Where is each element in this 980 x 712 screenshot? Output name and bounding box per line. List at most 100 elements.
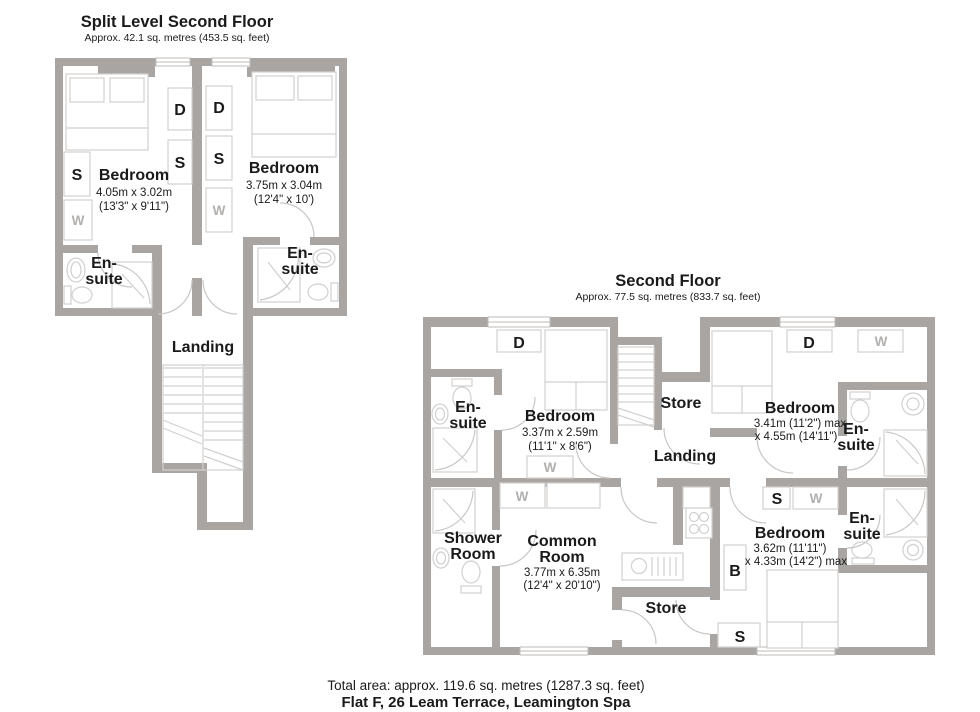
room-label-bedroom: Bedroom (249, 160, 319, 177)
stairs-icon (617, 346, 655, 428)
sink-icon (432, 547, 450, 569)
room-label-ensuite: En- (287, 245, 313, 262)
toilet-icon (851, 541, 875, 565)
sink-icon (902, 539, 924, 561)
shelf-icon (63, 151, 91, 197)
room-dim: 3.37m x 2.59m (522, 427, 598, 439)
toilet-icon (307, 282, 339, 302)
toilet-icon (451, 378, 473, 410)
furniture-letter-w: W (516, 489, 529, 504)
sink-icon (66, 257, 86, 283)
left-plan-title: Split Level Second Floor (81, 13, 274, 31)
furniture-letter-d: D (803, 335, 815, 352)
wardrobe-icon (499, 482, 546, 509)
room-dim: 3.41m (11'2") max (754, 418, 847, 430)
room-dim: x 4.33m (14'2") max (745, 556, 847, 568)
kitchen-icons (621, 486, 713, 581)
room-dim: x 4.55m (14'11") (755, 431, 838, 443)
bookcase-icon (723, 544, 747, 591)
room-label-ensuite: suite (85, 271, 122, 288)
furniture-letter-w: W (213, 203, 226, 218)
kitchen-sink-icon (621, 552, 684, 581)
room-label-ensuite: suite (843, 526, 880, 543)
shower-icon (257, 247, 301, 303)
room-label-ensuite: suite (281, 261, 318, 278)
footer-total-area: Total area: approx. 119.6 sq. metres (12… (327, 678, 644, 693)
room-dim: (12'4" x 10') (254, 194, 314, 206)
room-dim: 3.77m x 6.35m (524, 567, 600, 579)
room-dim: 3.62m (11'11") (754, 543, 827, 555)
room-dim: 3.75m x 3.04m (246, 180, 322, 192)
room-label-ensuite: suite (837, 437, 874, 454)
footer-address: Flat F, 26 Leam Terrace, Leamington Spa (342, 694, 632, 711)
hob-icon (685, 507, 713, 539)
bed-icon (766, 569, 839, 649)
toilet-icon (63, 285, 93, 305)
desk-icon (205, 85, 233, 131)
room-label-common-room: Common (527, 533, 596, 550)
room-dim: (12'4" x 20'10") (523, 580, 600, 592)
furniture-letter-w: W (810, 491, 823, 506)
shower-icon (883, 488, 928, 538)
furniture-letter-s: S (214, 151, 225, 168)
wardrobe-icon (857, 329, 904, 353)
bed-icon (65, 73, 149, 151)
wardrobe-icon (63, 199, 93, 241)
desk-icon (496, 329, 542, 353)
room-label-landing: Landing (654, 448, 716, 465)
room-dim: (11'1" x 8'6") (528, 441, 592, 453)
desk-icon (167, 87, 193, 131)
furniture-letter-w: W (875, 334, 888, 349)
room-label-landing: Landing (172, 339, 234, 356)
counter-icon (682, 486, 711, 509)
right-plan-title: Second Floor (615, 272, 721, 290)
room-dim: (13'3" x 9'11") (99, 201, 169, 213)
room-label-shower-room: Room (450, 546, 495, 563)
sink-icon (312, 248, 336, 268)
wardrobe-icon (205, 187, 233, 233)
wardrobe-icon (546, 482, 601, 509)
room-label-store: Store (646, 600, 687, 617)
left-plan-subtitle: Approx. 42.1 sq. metres (453.5 sq. feet) (84, 32, 269, 44)
furniture-letter-s: S (772, 491, 783, 508)
shelf-icon (717, 622, 761, 648)
shower-icon (883, 429, 928, 477)
room-label-bedroom: Bedroom (765, 400, 835, 417)
left-plan-walls (55, 58, 347, 530)
furniture-letter-w: W (72, 213, 85, 228)
left-plan: Split Level Second Floor Approx. 42.1 sq… (55, 13, 347, 530)
furniture-letter-d: D (213, 100, 225, 117)
room-label-store: Store (661, 395, 702, 412)
room-label-bedroom: Bedroom (99, 167, 169, 184)
furniture-letter-s: S (175, 155, 186, 172)
wardrobe-icon (792, 486, 839, 510)
door-arcs (97, 202, 315, 315)
left-plan-windows (155, 57, 251, 67)
door-arcs (499, 396, 881, 645)
room-label-common-room: Room (539, 549, 584, 566)
room-label-shower-room: Shower (444, 530, 502, 547)
right-plan: Second Floor Approx. 77.5 sq. metres (83… (423, 272, 935, 656)
bed-icon (711, 330, 773, 414)
shelf-icon (167, 139, 193, 185)
bed-icon (544, 329, 608, 411)
stairs-icon (162, 364, 244, 471)
right-plan-subtitle: Approx. 77.5 sq. metres (833.7 sq. feet) (575, 291, 760, 303)
sink-icon (431, 403, 449, 425)
footer: Total area: approx. 119.6 sq. metres (12… (327, 678, 644, 711)
toilet-icon (849, 391, 871, 423)
sink-icon (901, 392, 925, 416)
furniture-letter-s: S (735, 629, 746, 646)
furniture-letter-d: D (513, 335, 525, 352)
room-label-ensuite: En- (455, 399, 481, 416)
room-label-ensuite: suite (449, 415, 486, 432)
shower-icon (432, 488, 476, 534)
wardrobe-icon (526, 455, 574, 479)
bed-icon (251, 71, 337, 158)
right-plan-windows (487, 316, 836, 656)
furniture-letter-w: W (544, 460, 557, 475)
furniture-letter-s: S (72, 167, 83, 184)
furniture-letter-d: D (174, 102, 186, 119)
